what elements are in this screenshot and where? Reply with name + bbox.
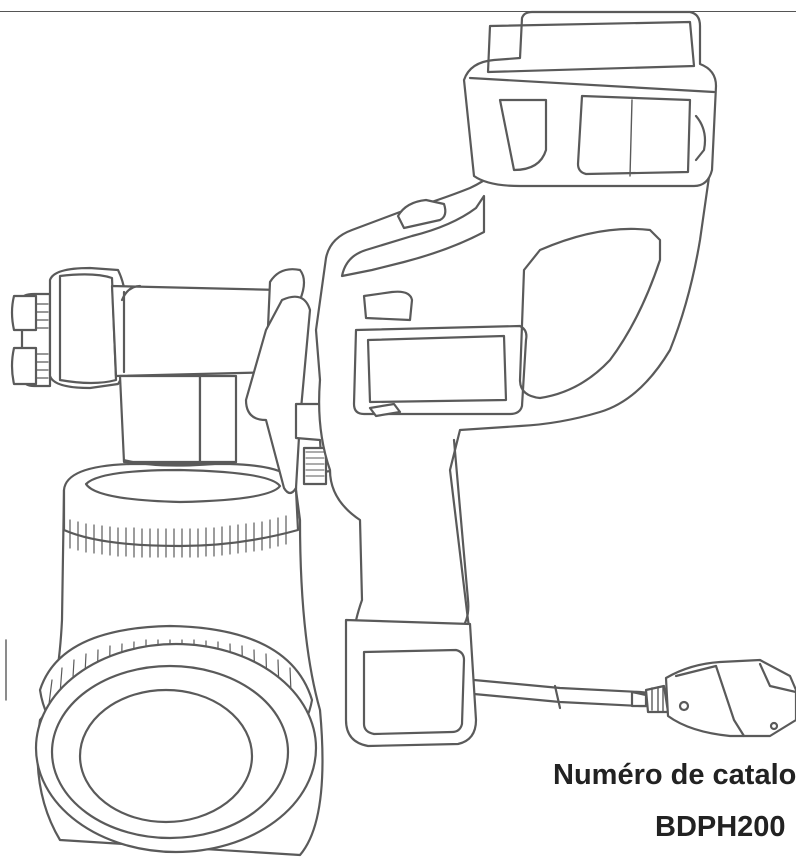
top-rule	[0, 11, 796, 12]
sprayer-body	[314, 110, 712, 748]
model-number: BDPH200	[655, 811, 786, 843]
power-cord	[472, 658, 796, 738]
paint-container	[34, 462, 324, 857]
spray-nozzle	[10, 266, 284, 467]
catalog-label: Numéro de catalogue	[553, 759, 796, 791]
motor-housing	[462, 10, 718, 188]
